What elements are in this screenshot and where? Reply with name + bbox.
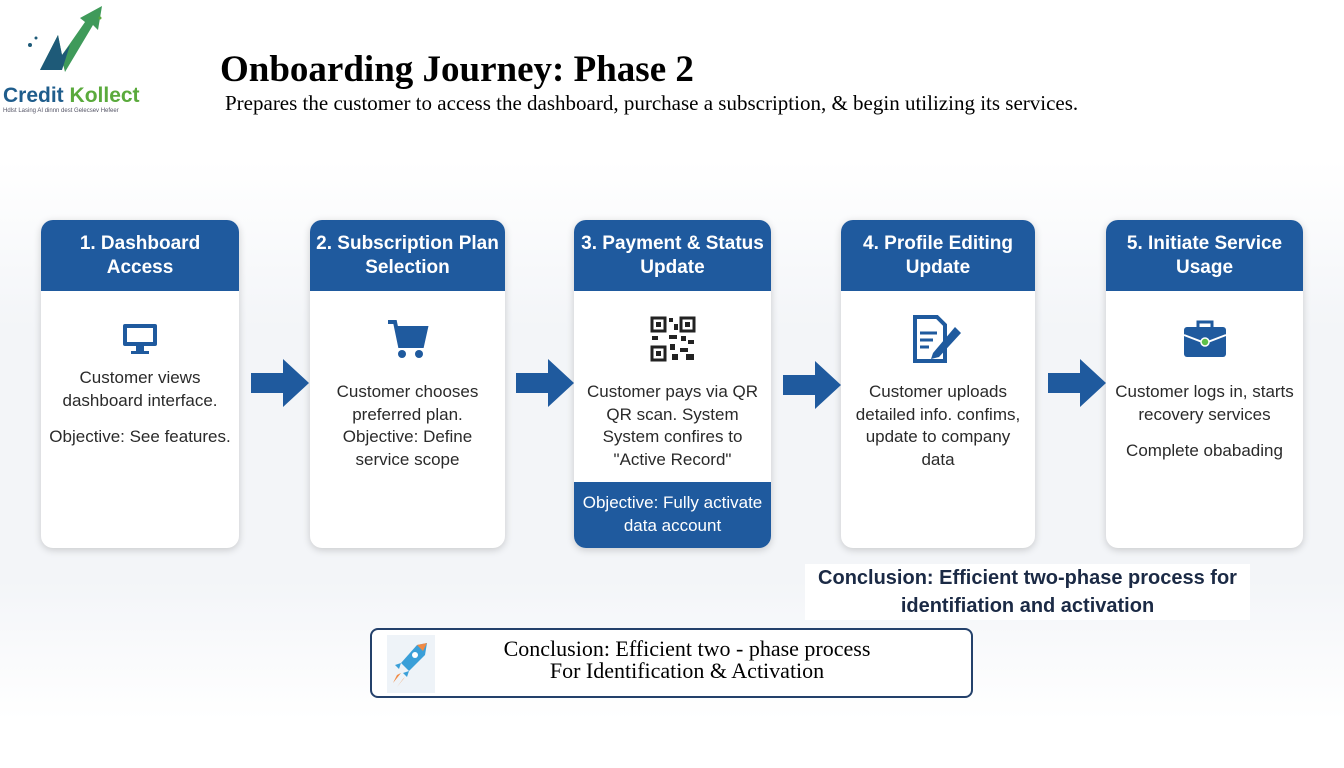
step-description: Customer views dashboard interface. [62, 368, 218, 410]
step-objective: Objective: Define service scope [342, 427, 473, 469]
growth-arrow-logo-icon [28, 6, 102, 72]
step-title: 1. Dashboard Access [41, 220, 239, 291]
step-card-4: 4. Profile Editing Update Customer uploa… [841, 220, 1035, 548]
step-description: Customer uploads detailed info. confims,… [855, 382, 1021, 469]
arrow-right-icon [783, 361, 841, 409]
qr-code-icon [574, 311, 771, 367]
conclusion-line-1: Conclusion: Efficient two - phase proces… [503, 636, 871, 661]
step-description: Customer pays via QR QR scan. System Sys… [587, 382, 758, 469]
page-subtitle: Prepares the customer to access the dash… [225, 91, 1079, 115]
briefcase-icon [1106, 311, 1303, 367]
page-title: Onboarding Journey: Phase 2 [220, 49, 694, 90]
step-title: 5. Initiate Service Usage [1106, 220, 1303, 291]
arrow-right-icon [1048, 359, 1106, 407]
monitor-icon [41, 311, 239, 367]
conclusion-box: Conclusion: Efficient two - phase proces… [370, 628, 973, 698]
arrow-right-icon [251, 359, 309, 407]
step-title: 2. Subscription Plan Selection [310, 220, 505, 291]
brand-tagline: Hdlst Lasing AI dinnn dest Gelecsev Hefe… [3, 108, 119, 114]
step-objective: Complete obabading [1126, 441, 1283, 460]
step-description: Customer chooses preferred plan. [336, 382, 479, 424]
step-title: 3. Payment & Status Update [574, 220, 771, 291]
arrow-right-icon [516, 359, 574, 407]
shopping-cart-icon [310, 311, 505, 367]
step-objective: Objective: Fully activate data account [574, 482, 771, 548]
step-title: 4. Profile Editing Update [841, 220, 1035, 291]
rocket-icon [387, 635, 435, 693]
document-edit-icon [841, 311, 1035, 367]
step-description: Customer logs in, starts recovery servic… [1115, 382, 1294, 424]
step-card-2: 2. Subscription Plan Selection Customer … [310, 220, 505, 548]
step-objective: Objective: See features. [49, 427, 231, 446]
step-card-1: 1. Dashboard Access Customer views dashb… [41, 220, 239, 548]
step-card-5: 5. Initiate Service Usage Customer logs … [1106, 220, 1303, 548]
brand-name: Credit Kollect [3, 84, 140, 107]
conclusion-text: Conclusion: Efficient two-phase process … [805, 564, 1250, 620]
step-card-3: 3. Payment & Status Update Customer pays… [574, 220, 771, 548]
conclusion-line-2: For Identification & Activation [549, 658, 825, 683]
